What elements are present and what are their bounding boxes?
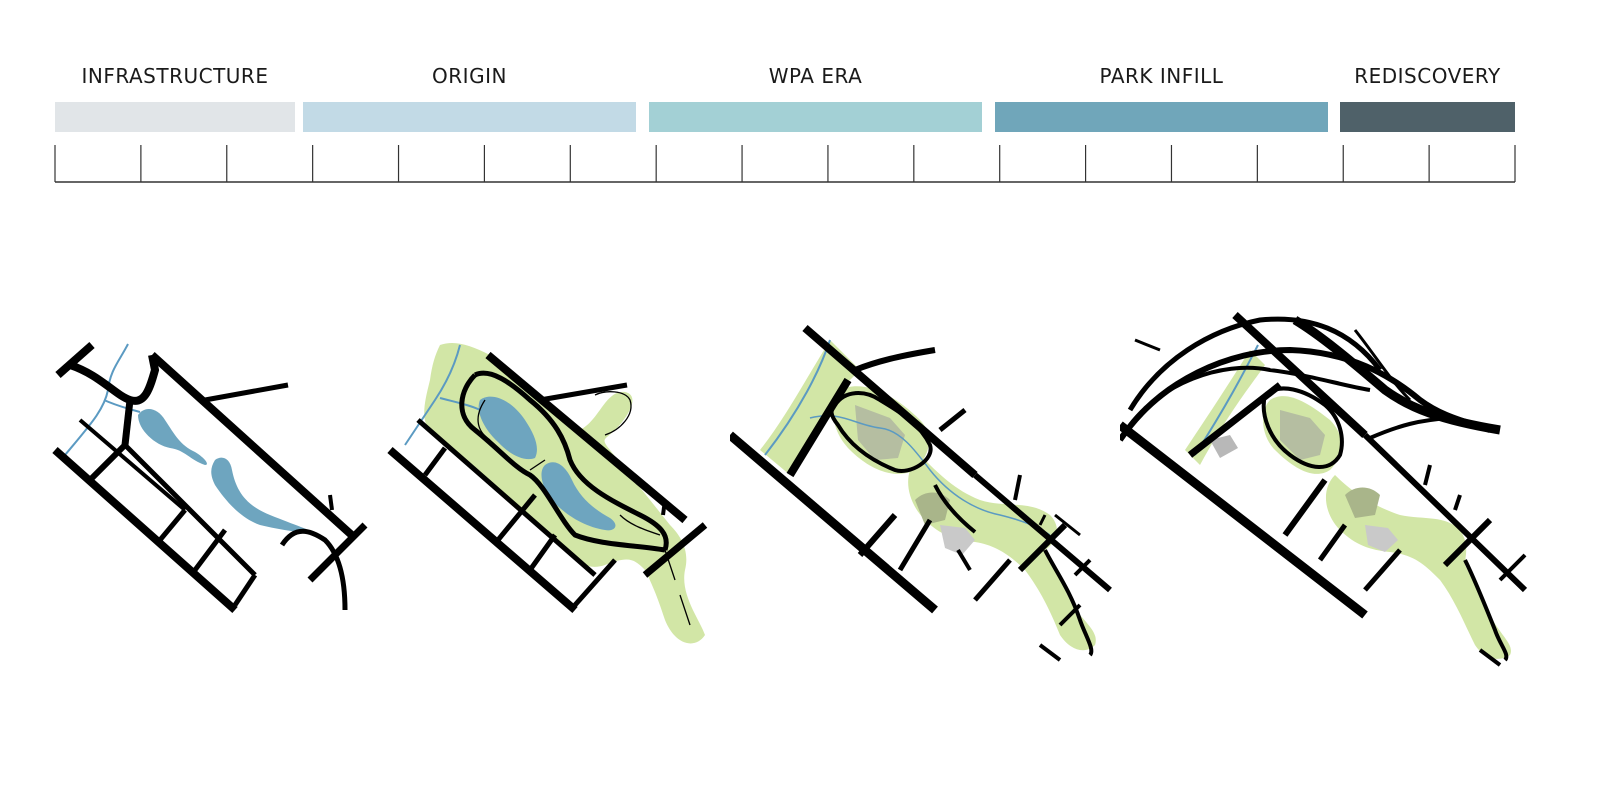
stream [404,344,461,446]
stream-branch [103,399,141,413]
phase-label-park-infill: PARK INFILL [1099,64,1224,88]
map-infrastructure [52,342,368,613]
phase-bar-park-infill [995,102,1328,132]
roads [387,351,708,614]
building-school [940,525,975,555]
roads [730,324,1112,662]
phase-label-rediscovery: REDISCOVERY [1354,64,1501,88]
roads [52,342,368,613]
timeline-ticks [54,145,1516,182]
phase-bar-wpa-era [649,102,982,132]
building-cluster [1365,525,1398,552]
roads [1120,312,1528,667]
phase-label-origin: ORIGIN [432,64,507,88]
phase-bar-origin [303,102,636,132]
phase-label-wpa-era: WPA ERA [768,64,863,88]
park-area-west [760,340,860,475]
phase-bar-rediscovery [1340,102,1515,132]
pond-upper [138,408,207,465]
map-wpa-era [730,324,1112,662]
pond-upper [478,396,537,460]
pond-lower [211,457,320,535]
stadium [1280,410,1325,460]
park-area-central [908,455,1096,651]
map-park-infill [1120,312,1528,667]
ballfield [1345,487,1380,518]
stadium [855,405,905,460]
pond-lower [541,462,616,531]
phase-bar-infrastructure [55,102,295,132]
park-area-central [1325,475,1511,659]
stream-central [809,414,1051,536]
timeline-ruler [54,145,1516,183]
phase-label-infrastructure: INFRASTRUCTURE [81,64,269,88]
building-west [1210,435,1238,458]
ballfield [915,492,950,525]
map-origin [387,343,708,644]
park-paths [477,391,691,626]
